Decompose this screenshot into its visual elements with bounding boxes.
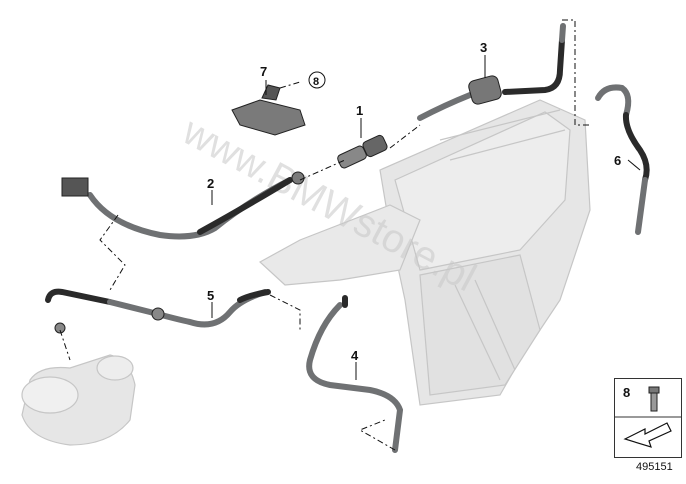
- hose-6: [595, 84, 650, 235]
- callout-2: 2: [207, 176, 214, 191]
- callout-5: 5: [207, 288, 214, 303]
- bracket-7: [231, 84, 306, 136]
- circled-ref-ring: [308, 71, 326, 89]
- valve-1: [337, 134, 388, 169]
- callout-4: 4: [351, 348, 359, 363]
- legend-graphics: [615, 386, 681, 448]
- hose-5: [45, 288, 271, 334]
- hose-4: [306, 295, 404, 453]
- callout-1: 1: [356, 103, 363, 118]
- diagram-id: 495151: [636, 461, 673, 473]
- turbo-elbow: [21, 354, 136, 446]
- callout-3: 3: [480, 40, 487, 55]
- callout-7: 7: [260, 64, 267, 79]
- intake-housing: [258, 99, 591, 406]
- legend-box: 8: [614, 378, 682, 458]
- leader-lines: [59, 19, 641, 451]
- bolt-icon: [648, 386, 660, 412]
- direction-arrow-icon: [623, 422, 672, 448]
- legend-part-number: 8: [623, 385, 631, 400]
- circled-ref-8: 8: [313, 76, 319, 88]
- callout-6: 6: [614, 153, 621, 168]
- callout-labels: 1 2 3 4 5 6 7 8: [207, 40, 621, 363]
- hose-3: [417, 23, 566, 121]
